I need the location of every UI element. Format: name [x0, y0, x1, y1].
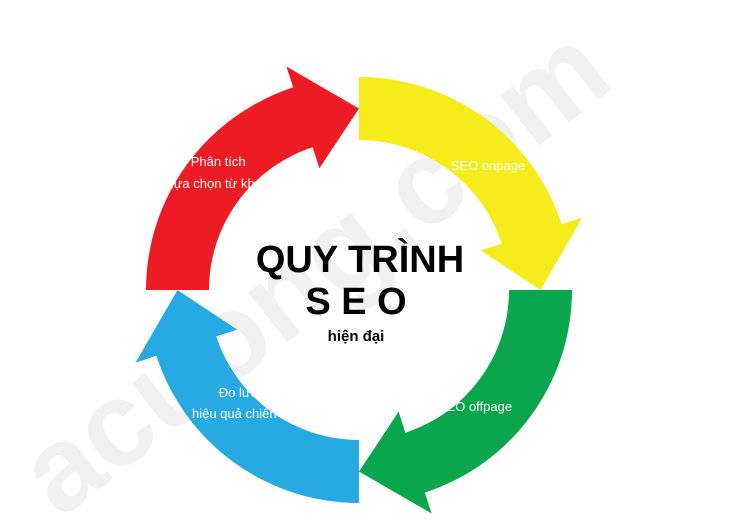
center-title: QUY TRÌNH [256, 237, 464, 281]
segment-seo-onpage [359, 77, 583, 290]
segment-seo-offpage [359, 290, 572, 514]
center-caption: hiện đại [328, 328, 385, 345]
segment-label-line: SEO offpage [438, 399, 512, 414]
segment-label-line: hiệu quả chiến dịch [192, 406, 304, 421]
segment-label-keyword-analysis: Phân tích lựa chọn từ khóa [171, 154, 270, 191]
segment-measure [135, 290, 359, 504]
segment-label-measure: Đo lường hiệu quả chiến dịch [192, 385, 304, 421]
segment-label-line: Đo lường [219, 385, 274, 400]
segment-label-line: SEO onpage [451, 158, 525, 173]
segment-label-seo-onpage: SEO onpage [451, 158, 525, 173]
segment-keyword-analysis [146, 66, 359, 290]
segment-label-seo-offpage: SEO offpage [438, 399, 512, 414]
center-subtitle: S E O [305, 281, 406, 323]
segment-label-line: Phân tích [191, 154, 246, 169]
segment-label-line: lựa chọn từ khóa [171, 176, 270, 191]
